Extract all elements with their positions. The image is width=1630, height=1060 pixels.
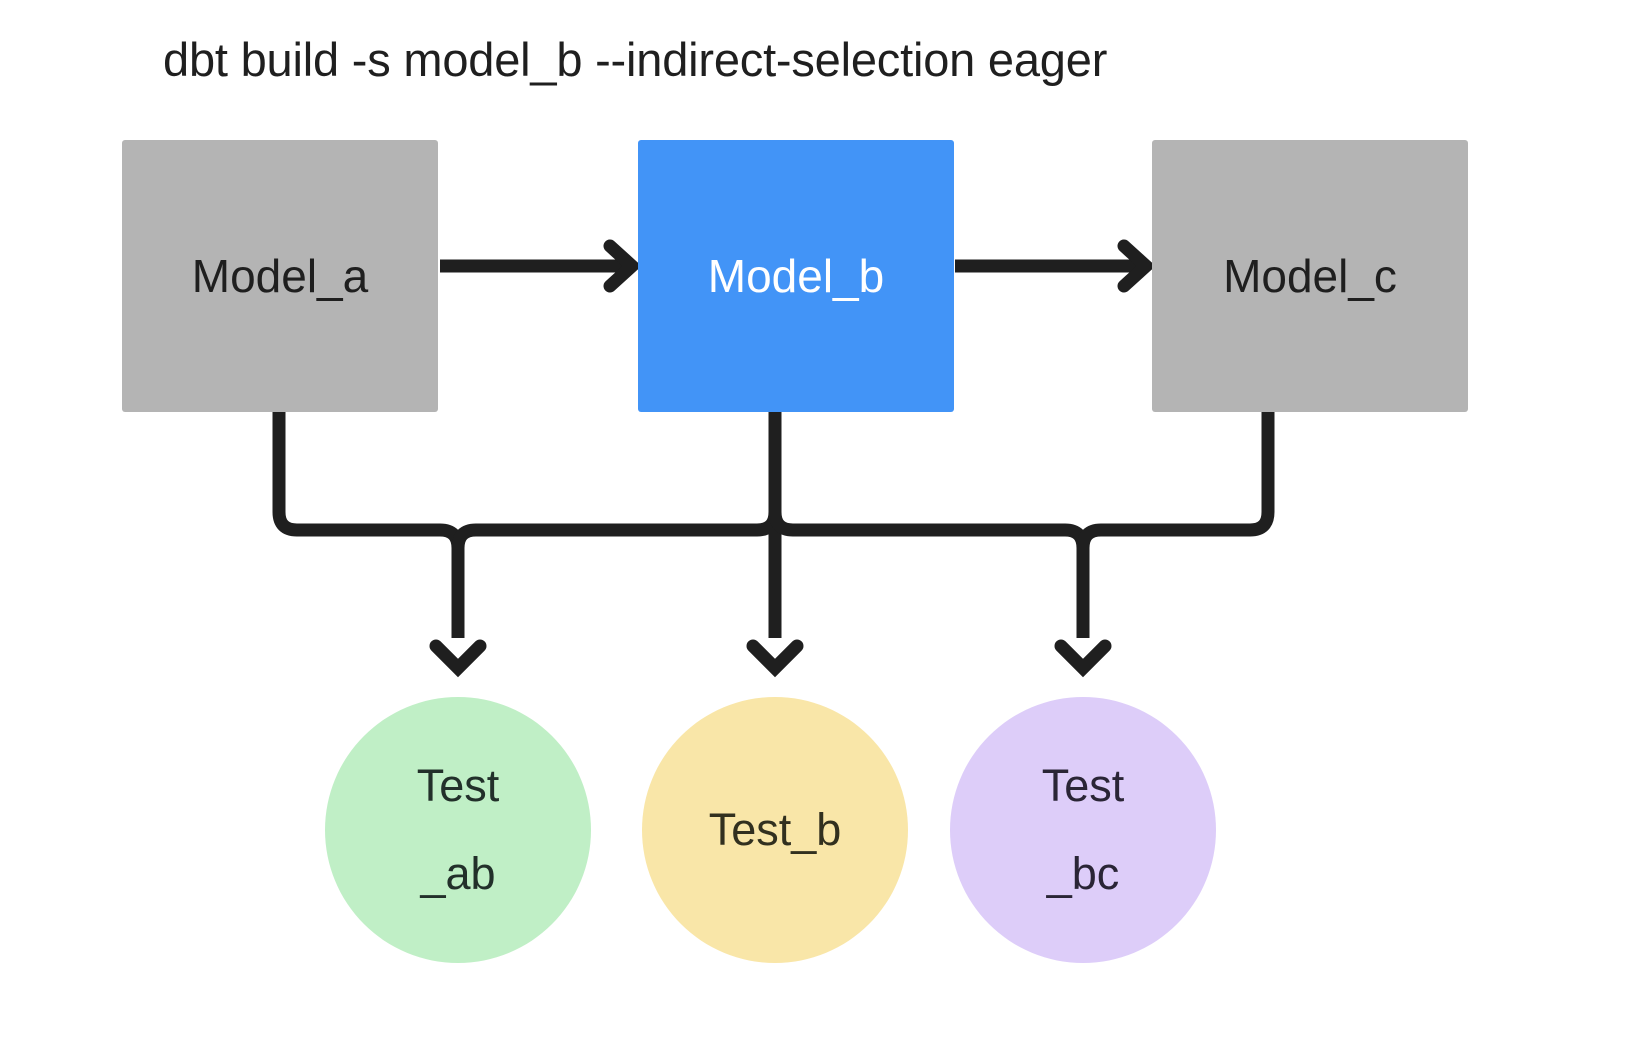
node-test-b[interactable]: Test_b bbox=[642, 697, 908, 963]
diagram-title: dbt build -s model_b --indirect-selectio… bbox=[163, 33, 1108, 86]
node-test-bc[interactable]: Test _bc bbox=[950, 697, 1216, 963]
node-model-c[interactable]: Model_c bbox=[1152, 140, 1468, 412]
edge-model-b-to-test-ab bbox=[451, 412, 782, 638]
edge-model-a-to-model-b bbox=[440, 246, 632, 286]
node-test-ab-label-line2: _ab bbox=[420, 848, 496, 899]
node-model-a[interactable]: Model_a bbox=[122, 140, 438, 412]
edge-model-b-to-model-c bbox=[955, 246, 1146, 286]
node-model-b[interactable]: Model_b bbox=[638, 140, 954, 412]
edge-model-b-to-test-b bbox=[753, 412, 797, 668]
node-test-b-label-line1: Test_b bbox=[708, 804, 842, 855]
node-model-c-label: Model_c bbox=[1223, 250, 1397, 302]
node-test-ab-label-line1: Test bbox=[416, 760, 500, 811]
node-model-a-label: Model_a bbox=[191, 250, 369, 302]
node-test-bc-label-line2: _bc bbox=[1046, 848, 1120, 899]
node-test-ab[interactable]: Test _ab bbox=[325, 697, 591, 963]
edge-model-c-to-test-bc bbox=[1076, 412, 1275, 638]
edge-model-a-to-test-ab bbox=[272, 412, 480, 668]
node-test-bc-label-line1: Test bbox=[1041, 760, 1125, 811]
node-model-b-label: Model_b bbox=[707, 250, 885, 302]
edge-model-b-to-test-bc bbox=[768, 412, 1105, 668]
